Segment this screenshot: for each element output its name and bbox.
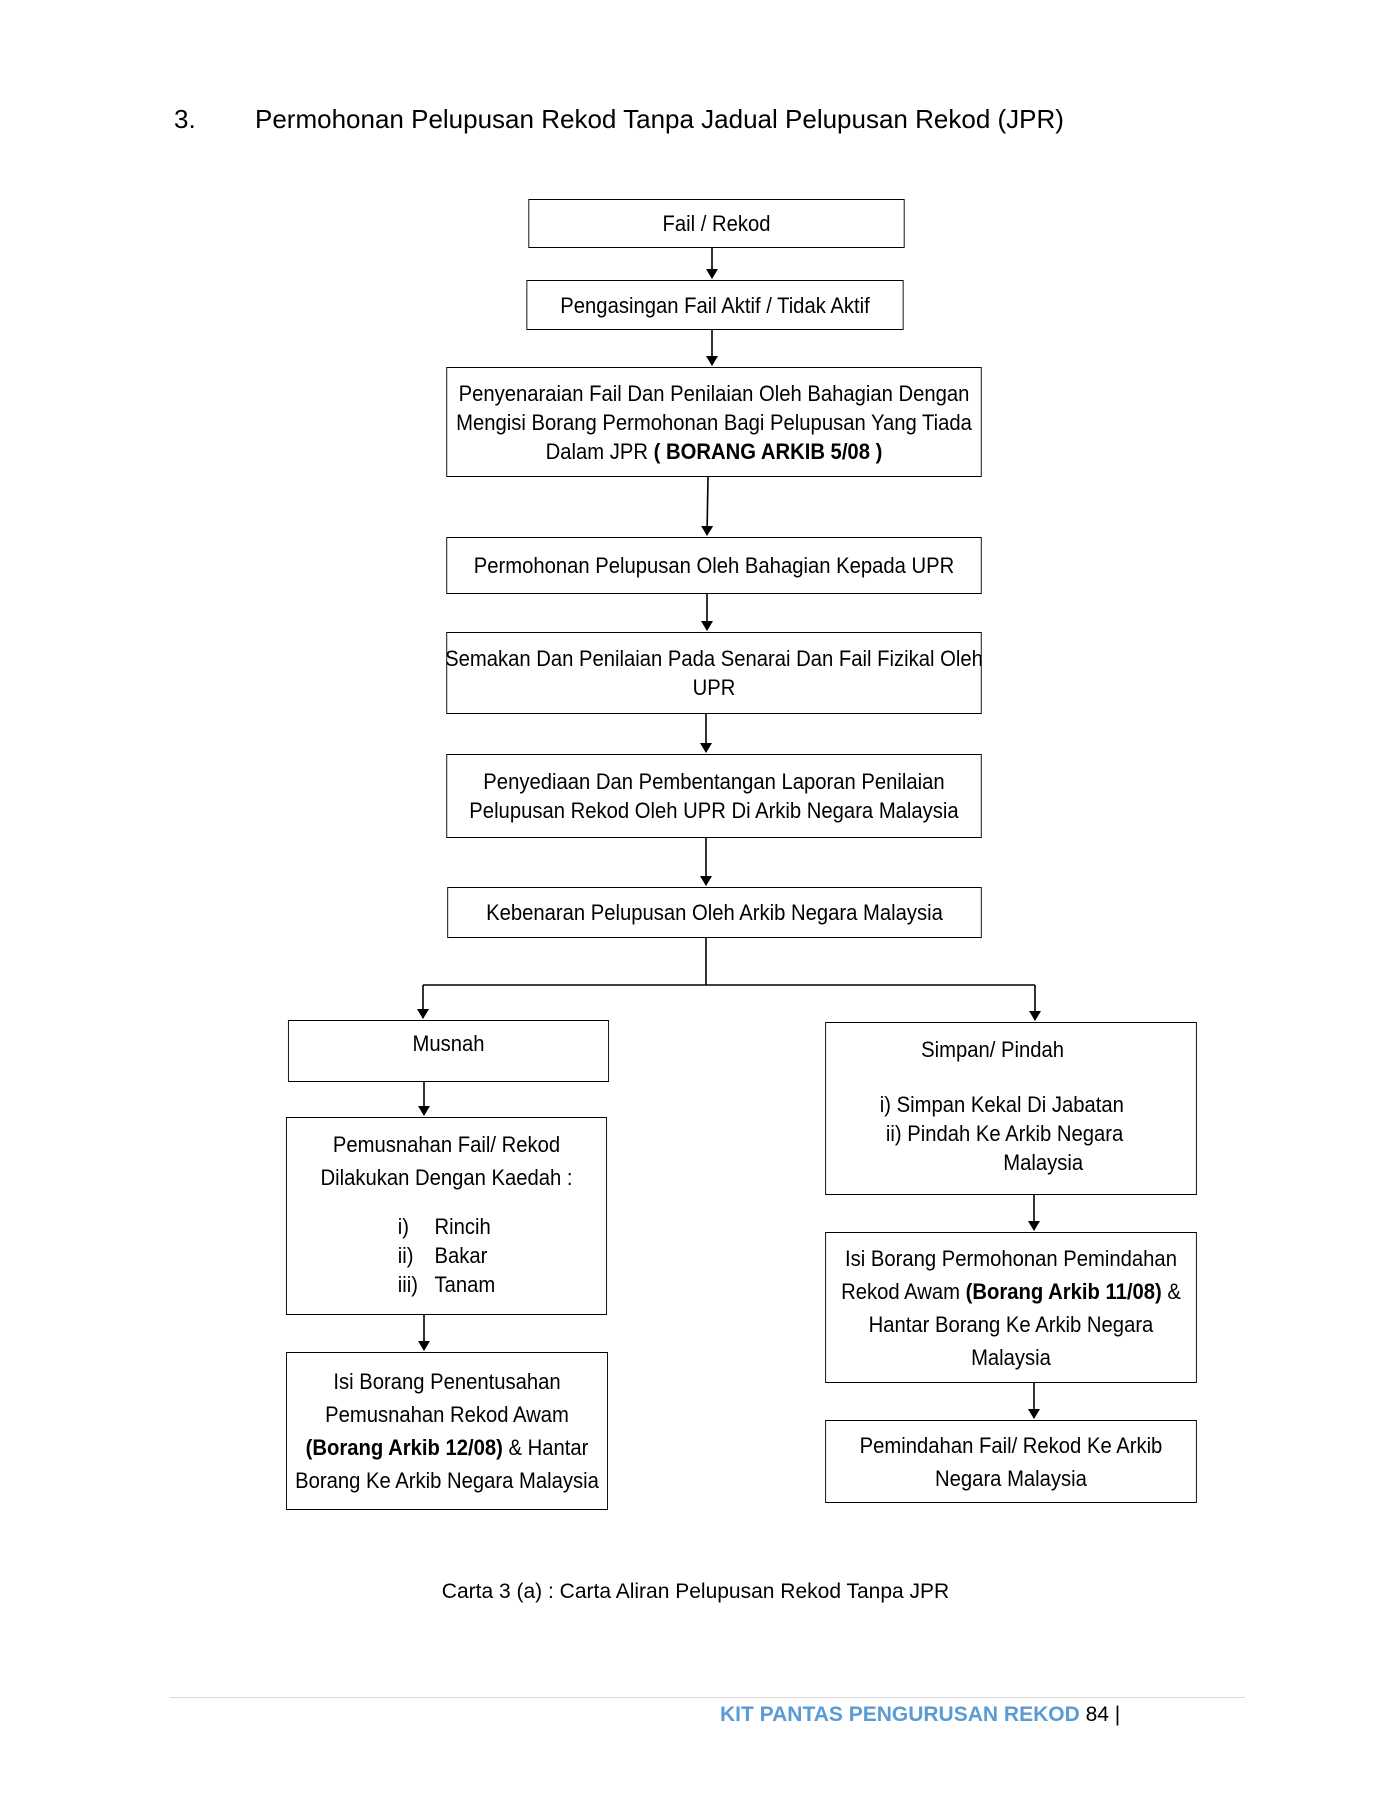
simpan-item2: ii) Pindah Ke Arkib Negara — [885, 1121, 1124, 1146]
pemindahan-line1: Pemindahan Fail/ Rekod Ke Arkib — [859, 1432, 1163, 1458]
footer-brand: KIT PANTAS PENGURUSAN REKOD — [720, 1703, 1080, 1726]
simpan-title: Simpan/ Pindah — [921, 1037, 1065, 1062]
box-permohonan: Permohonan Pelupusan Oleh Bahagian Kepad… — [446, 537, 982, 594]
penentusahan-line1: Isi Borang Penentusahan — [333, 1369, 561, 1394]
box-simpan-pindah: Simpan/ Pindah i) Simpan Kekal Di Jabata… — [825, 1022, 1197, 1195]
box-musnah: Musnah — [287, 1020, 610, 1082]
pemusnahan-line1: Pemusnahan Fail/ Rekod — [332, 1132, 561, 1157]
footer-divider — [170, 1697, 1245, 1698]
penyediaan-line1: Penyediaan Dan Pembentangan Laporan Peni… — [483, 769, 945, 794]
box-musnah-label: Musnah — [412, 1031, 485, 1056]
semakan-line1: Semakan Dan Penilaian Pada Senarai Dan F… — [445, 646, 983, 671]
kaedah-item: i)Rincih — [397, 1214, 491, 1239]
pemindahan-form-line4: Malaysia — [971, 1344, 1051, 1370]
pemindahan-form-line2: Rekod Awam — [841, 1278, 966, 1304]
box-penyenaraian: Penyenaraian Fail Dan Penilaian Oleh Bah… — [446, 367, 982, 477]
penentusahan-line4: Borang Ke Arkib Negara Malaysia — [295, 1468, 599, 1493]
box-semakan: Semakan Dan Penilaian Pada Senarai Dan F… — [445, 632, 983, 714]
box-isi-penentusahan: Isi Borang Penentusahan Pemusnahan Rekod… — [286, 1352, 608, 1510]
kaedah-item: iii)Tanam — [397, 1272, 496, 1297]
penyenaraian-line2: Mengisi Borang Permohonan Bagi Pelupusan… — [456, 409, 972, 435]
box-isi-pemindahan: Isi Borang Permohonan Pemindahan Rekod A… — [825, 1232, 1197, 1383]
box-fail-rekod-label: Fail / Rekod — [662, 211, 771, 236]
page-footer: KIT PANTAS PENGURUSAN REKOD 84 | — [720, 1703, 1120, 1727]
box-pemusnahan: Pemusnahan Fail/ Rekod Dilakukan Dengan … — [285, 1117, 608, 1315]
box-fail-rekod: Fail / Rekod — [528, 199, 905, 248]
kaedah-list: i)Rincih ii)Bakar iii)Tanam — [398, 1212, 496, 1299]
borang-arkib-11-08: (Borang Arkib 11/08) — [965, 1278, 1162, 1304]
figure-caption: Carta 3 (a) : Carta Aliran Pelupusan Rek… — [441, 1580, 950, 1603]
page-number: 84 | — [1079, 1703, 1121, 1726]
box-pengasingan-label: Pengasingan Fail Aktif / Tidak Aktif — [560, 292, 870, 318]
borang-arkib-12-08: (Borang Arkib 12/08) — [305, 1435, 503, 1460]
pemindahan-line2: Negara Malaysia — [935, 1465, 1087, 1491]
penentusahan-line2: Pemusnahan Rekod Awam — [325, 1402, 569, 1427]
borang-arkib-5-08: ( BORANG ARKIB 5/08 ) — [653, 438, 883, 464]
simpan-item1: i) Simpan Kekal Di Jabatan — [879, 1092, 1124, 1117]
simpan-item2b: Malaysia — [1003, 1150, 1084, 1175]
heading-number: 3. — [174, 104, 196, 134]
semakan-line2: UPR — [692, 675, 736, 700]
page-heading: Permohonan Pelupusan Rekod Tanpa Jadual … — [255, 104, 1064, 134]
kaedah-item: ii)Bakar — [397, 1243, 488, 1268]
penyediaan-line2: Pelupusan Rekod Oleh UPR Di Arkib Negara… — [469, 798, 959, 823]
pemindahan-form-line3: Hantar Borang Ke Arkib Negara — [868, 1311, 1154, 1337]
box-kebenaran: Kebenaran Pelupusan Oleh Arkib Negara Ma… — [447, 887, 982, 938]
box-penyediaan: Penyediaan Dan Pembentangan Laporan Peni… — [446, 754, 982, 838]
arrow-3 — [701, 476, 714, 536]
box-pengasingan: Pengasingan Fail Aktif / Tidak Aktif — [526, 280, 904, 330]
penyenaraian-line3: Dalam JPR — [545, 438, 654, 464]
pemusnahan-line2: Dilakukan Dengan Kaedah : — [320, 1165, 573, 1190]
pemindahan-form-line1: Isi Borang Permohonan Pemindahan — [845, 1245, 1177, 1271]
box-pemindahan: Pemindahan Fail/ Rekod Ke Arkib Negara M… — [825, 1420, 1197, 1503]
penyenaraian-line1: Penyenaraian Fail Dan Penilaian Oleh Bah… — [458, 380, 970, 406]
box-permohonan-label: Permohonan Pelupusan Oleh Bahagian Kepad… — [473, 553, 955, 578]
box-kebenaran-label: Kebenaran Pelupusan Oleh Arkib Negara Ma… — [486, 900, 943, 925]
penentusahan-line3: & Hantar — [502, 1435, 589, 1460]
